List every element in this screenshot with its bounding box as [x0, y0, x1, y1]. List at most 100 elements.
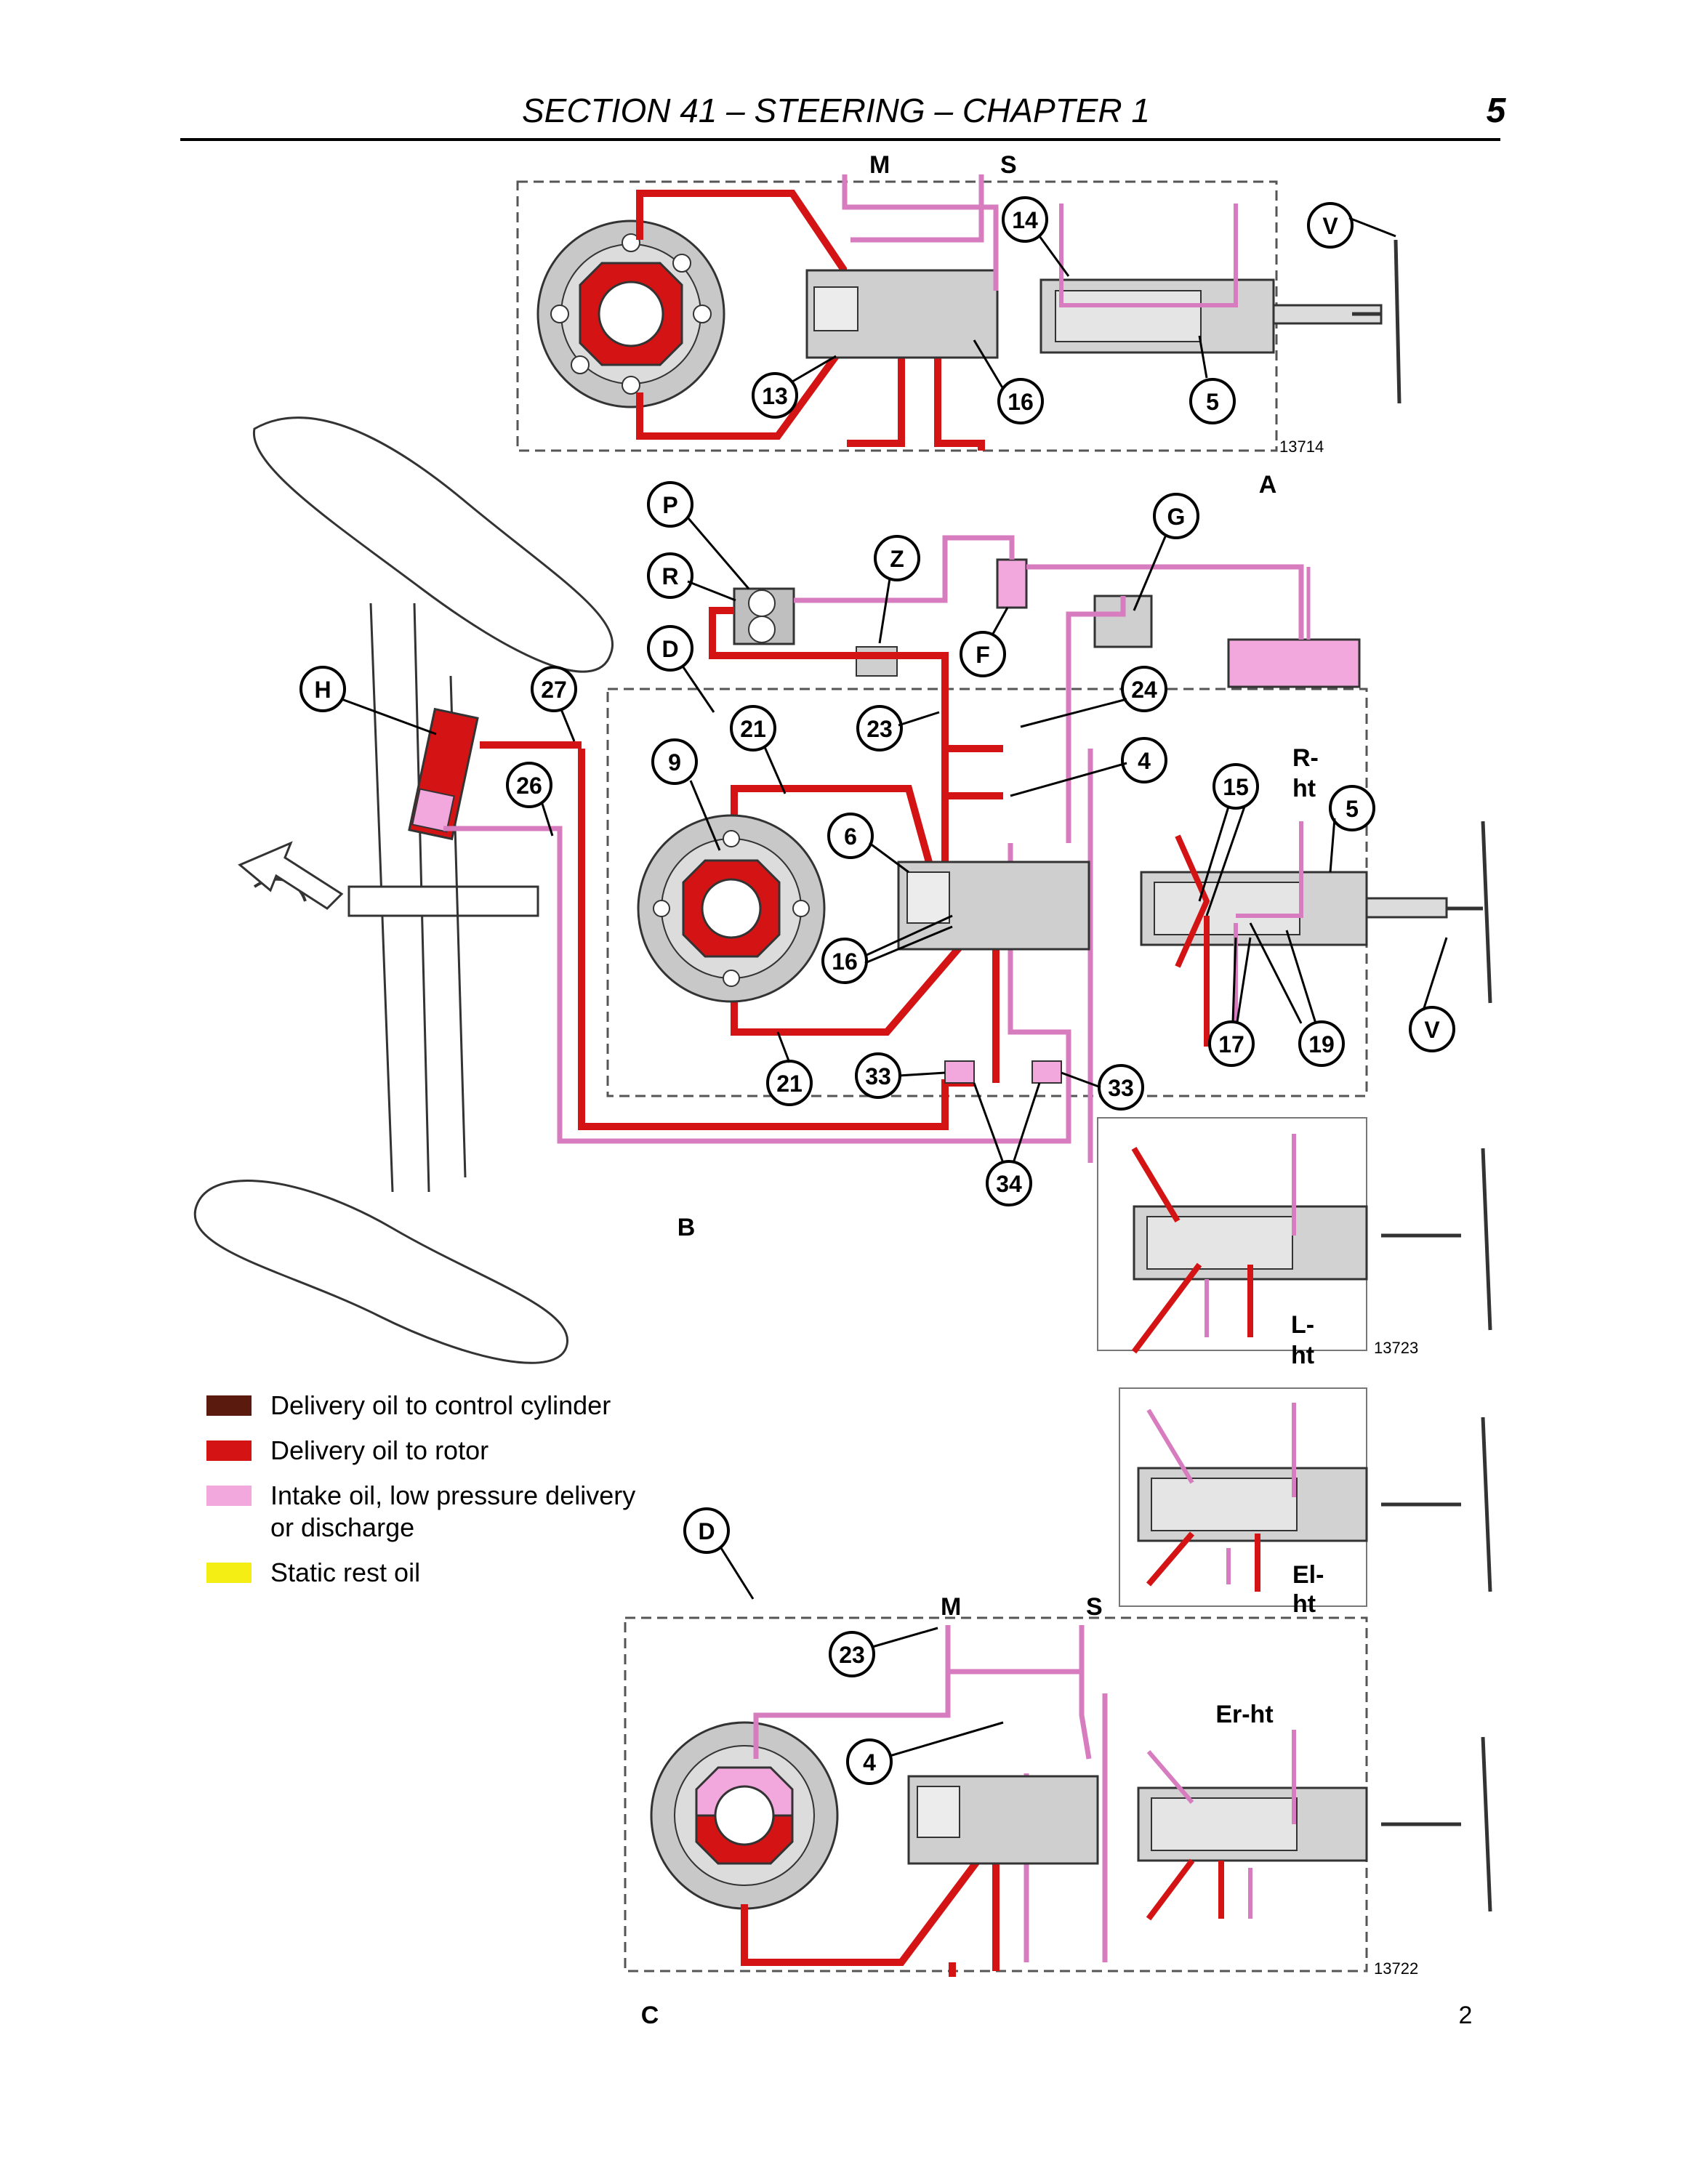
figure-b-rotor: [637, 814, 826, 1003]
callout-r: R: [647, 552, 693, 599]
svg-text:26: 26: [516, 773, 542, 799]
callout-5-b: 5: [1329, 785, 1375, 831]
figure-b-letter: B: [677, 1214, 696, 1241]
figure-b-ref: 13723: [1374, 1339, 1418, 1357]
svg-text:V: V: [1322, 213, 1338, 239]
legend-item-delivery-control: Delivery oil to control cylinder: [206, 1390, 672, 1422]
svg-text:17: 17: [1218, 1031, 1244, 1057]
legend-label: Delivery oil to control cylinder: [270, 1390, 611, 1420]
figure-a-rotor: [536, 219, 725, 408]
legend-item-static: Static rest oil: [206, 1557, 672, 1589]
lht-label-line1: L-: [1291, 1311, 1314, 1339]
figure-b: P R Z D F G H 27 21 23 24 9 26 4 15 6 5 …: [193, 416, 1492, 1369]
elht-label-line1: El-: [1292, 1561, 1324, 1589]
svg-text:G: G: [1167, 504, 1186, 530]
port-s-label-c: S: [1086, 1593, 1103, 1621]
legend-item-delivery-rotor: Delivery oil to rotor: [206, 1435, 672, 1467]
section-title: SECTION 41 – STEERING – CHAPTER 1: [522, 92, 1150, 129]
svg-text:33: 33: [865, 1063, 891, 1089]
figure-a-frame: [516, 180, 1278, 452]
svg-text:21: 21: [776, 1071, 803, 1097]
svg-text:16: 16: [1008, 389, 1034, 415]
svg-text:Z: Z: [890, 546, 904, 572]
callout-15: 15: [1213, 763, 1259, 810]
callout-d: D: [647, 625, 693, 672]
legend-swatch-static: [206, 1563, 252, 1583]
front-axle-drawing: [193, 416, 614, 1364]
svg-text:27: 27: [541, 677, 567, 703]
svg-text:16: 16: [832, 948, 858, 975]
callout-p: P: [647, 481, 693, 528]
svg-text:15: 15: [1223, 774, 1249, 800]
svg-text:13: 13: [762, 383, 788, 409]
lht-steering-wheel: [1381, 1148, 1492, 1331]
callout-33-right: 33: [1098, 1064, 1144, 1111]
svg-text:5: 5: [1206, 389, 1219, 415]
svg-text:4: 4: [863, 1749, 876, 1776]
callout-24: 24: [1121, 666, 1167, 712]
relief-valve-left: [944, 1060, 975, 1084]
svg-text:4: 4: [1138, 748, 1151, 774]
callout-27: 27: [531, 666, 577, 712]
callout-16-b: 16: [821, 938, 868, 984]
callout-33-left: 33: [855, 1052, 901, 1099]
callout-23: 23: [856, 705, 903, 751]
callout-17: 17: [1208, 1020, 1255, 1067]
rht-label-line2: ht: [1292, 775, 1316, 802]
legend-label: Intake oil, low pressure delivery or dis…: [270, 1480, 636, 1542]
figure-a-column: [1272, 304, 1383, 325]
figure-b-leaders: [341, 517, 1448, 1164]
legend-label: Static rest oil: [270, 1558, 421, 1587]
relief-valve-right: [1031, 1060, 1062, 1084]
svg-text:14: 14: [1012, 207, 1038, 233]
callout-14: 14: [1002, 196, 1048, 243]
elht-label-line2: ht: [1292, 1590, 1316, 1618]
callout-h: H: [299, 666, 346, 712]
port-s-label: S: [1000, 151, 1017, 179]
svg-text:21: 21: [740, 716, 766, 742]
figure-c-delivery-circuit: [741, 1842, 1000, 1977]
svg-text:23: 23: [839, 1642, 865, 1668]
rht-steering-wheel: [1447, 821, 1492, 1004]
figure-a-intake-line: [842, 174, 999, 291]
svg-text:D: D: [698, 1518, 715, 1544]
callout-19: 19: [1298, 1020, 1345, 1067]
erht-steering-wheel: [1381, 1736, 1492, 1912]
callout-26: 26: [506, 762, 552, 808]
figure-a-ref: 13714: [1279, 438, 1324, 456]
callout-v: V: [1307, 202, 1354, 249]
erht-label: Er-ht: [1215, 1701, 1273, 1728]
callout-6: 6: [827, 813, 874, 859]
svg-text:33: 33: [1108, 1075, 1134, 1101]
figure-b-delivery-circuit: [480, 607, 1003, 1130]
callout-21-bottom: 21: [766, 1060, 813, 1106]
page-number: 5: [1487, 92, 1507, 130]
figure-a-letter: A: [1259, 471, 1277, 499]
svg-text:6: 6: [844, 823, 857, 850]
reservoir: [1227, 638, 1361, 688]
legend: Delivery oil to control cylinder Deliver…: [206, 1390, 672, 1602]
figure-c: El- ht Er-ht M S D 23 4 13722 C: [624, 1387, 1492, 2029]
callout-g: G: [1153, 493, 1199, 539]
svg-text:F: F: [976, 642, 990, 668]
port-m-label: M: [869, 151, 890, 179]
callout-d-c: D: [683, 1507, 730, 1554]
callout-34: 34: [986, 1160, 1032, 1206]
callout-4: 4: [1121, 737, 1167, 783]
callout-f: F: [960, 631, 1006, 677]
port-m-label-c: M: [941, 1593, 961, 1621]
legend-label: Delivery oil to rotor: [270, 1435, 489, 1465]
rht-label-line1: R-: [1292, 744, 1319, 772]
svg-text:9: 9: [668, 749, 681, 775]
callout-5: 5: [1189, 378, 1236, 424]
svg-text:24: 24: [1131, 677, 1157, 703]
callout-4-c: 4: [846, 1738, 893, 1785]
svg-text:V: V: [1424, 1017, 1440, 1043]
figure-a: M S 14 V 13 16 5 13714 A: [516, 151, 1402, 499]
legend-swatch-intake: [206, 1486, 252, 1506]
callout-23-c: 23: [829, 1631, 875, 1677]
figure-b-intake-circuit: [443, 535, 1304, 1163]
figure-c-intake-circuit: [753, 1625, 1108, 1962]
callout-21-top: 21: [730, 705, 776, 751]
figure-c-ref: 13722: [1374, 1959, 1418, 1978]
